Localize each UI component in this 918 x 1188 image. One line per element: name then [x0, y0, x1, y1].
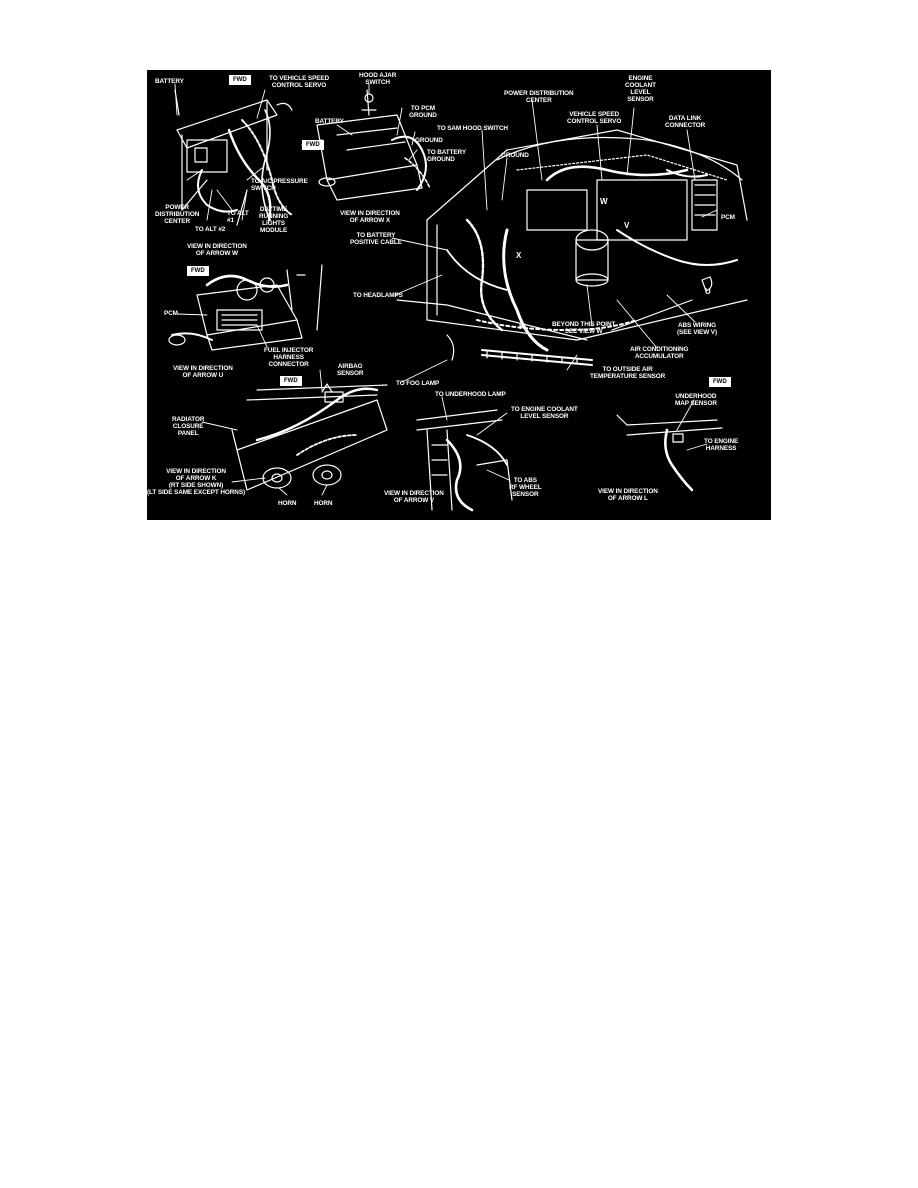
arrow-marker-u: U — [705, 287, 711, 296]
diagram-artwork — [168, 83, 748, 512]
label-to-battery-positive-cable: TO BATTERY POSITIVE CABLE — [350, 232, 402, 246]
label-vehicle-speed-control-servo: VEHICLE SPEED CONTROL SERVO — [567, 111, 622, 125]
label-view-arrow-u: VIEW IN DIRECTION OF ARROW U — [173, 365, 233, 379]
label-view-arrow-v: VIEW IN DIRECTION OF ARROW V — [384, 490, 444, 504]
label-to-alt-2: TO ALT #2 — [195, 226, 226, 233]
view-w-drawing — [174, 89, 293, 226]
label-view-arrow-l: VIEW IN DIRECTION OF ARROW L — [598, 488, 658, 502]
label-to-underhood-lamp: TO UNDERHOOD LAMP — [435, 391, 506, 398]
label-view-arrow-x: VIEW IN DIRECTION OF ARROW X — [340, 210, 400, 224]
label-power-distribution-center-top: POWER DISTRIBUTION CENTER — [504, 90, 574, 104]
wiring-diagram: FWD FWD FWD FWD FWD W V X U K BATTERY TO… — [147, 70, 771, 520]
label-battery-x: BATTERY — [315, 118, 344, 125]
label-beyond-this-point: BEYOND THIS POINT SEE VIEW W — [552, 321, 616, 335]
label-pcm-u: PCM — [164, 310, 178, 317]
label-view-arrow-w: VIEW IN DIRECTION OF ARROW W — [187, 243, 247, 257]
view-u-drawing — [168, 264, 323, 351]
label-ground-x: GROUND — [415, 137, 443, 144]
label-horn-left: HORN — [278, 500, 297, 507]
fwd-arrow-k: FWD — [280, 376, 302, 386]
label-to-sam-hood-switch: TO SAM HOOD SWITCH — [437, 125, 508, 132]
label-radiator-closure-panel: RADIATOR CLOSURE PANEL — [172, 416, 205, 437]
arrow-marker-w: W — [600, 197, 608, 206]
label-air-conditioning-accumulator: AIR CONDITIONING ACCUMULATOR — [630, 346, 689, 360]
label-ground-main: GROUND — [501, 152, 529, 159]
view-k-drawing — [231, 383, 388, 491]
label-fuel-injector-harness-connector: FUEL INJECTOR HARNESS CONNECTOR — [264, 347, 314, 368]
fwd-arrow-w: FWD — [229, 75, 251, 85]
arrow-marker-x: X — [516, 251, 522, 260]
fwd-arrow-l: FWD — [709, 377, 731, 387]
label-engine-coolant-level-sensor: ENGINE COOLANT LEVEL SENSOR — [625, 75, 656, 103]
engine-bay-drawing — [396, 129, 748, 366]
label-abs-wiring: ABS WIRING (SEE VIEW V) — [677, 322, 717, 336]
view-l-drawing — [616, 414, 723, 492]
arrow-marker-k: K — [519, 322, 525, 331]
label-underhood-map-sensor: UNDERHOOD MAP SENSOR — [675, 393, 717, 407]
arrow-marker-v: V — [624, 221, 630, 230]
label-horn-right: HORN — [314, 500, 333, 507]
label-hood-ajar-switch: HOOD AJAR SWITCH — [359, 72, 397, 86]
fwd-arrow-x: FWD — [302, 140, 324, 150]
label-to-engine-harness: TO ENGINE HARNESS — [704, 438, 739, 452]
label-to-outside-air-temperature-sensor: TO OUTSIDE AIR TEMPERATURE SENSOR — [590, 366, 666, 380]
label-battery: BATTERY — [155, 78, 184, 85]
label-to-engine-coolant-level-sensor: TO ENGINE COOLANT LEVEL SENSOR — [511, 406, 578, 420]
label-to-vehicle-speed-control-servo: TO VEHICLE SPEED CONTROL SERVO — [269, 75, 330, 89]
label-to-ac-pressure-switch: TO A/C PRESSURE SWITCH — [251, 178, 308, 192]
label-view-arrow-k: VIEW IN DIRECTION OF ARROW K (RT SIDE SH… — [147, 468, 246, 496]
leader-lines — [174, 83, 718, 496]
view-v-drawing — [416, 409, 513, 512]
fwd-arrow-u: FWD — [187, 266, 209, 276]
label-to-battery-ground: TO BATTERY GROUND — [427, 149, 466, 163]
label-to-headlamps: TO HEADLAMPS — [353, 292, 403, 299]
label-to-alt-1: TO ALT #1 — [227, 210, 249, 224]
label-airbag-sensor: AIRBAG SENSOR — [337, 363, 364, 377]
label-to-pcm-ground: TO PCM GROUND — [409, 105, 437, 119]
label-power-distribution-center-w: POWER DISTRIBUTION CENTER — [155, 204, 200, 225]
label-pcm-main: PCM — [721, 214, 735, 221]
label-to-fog-lamp: TO FOG LAMP — [396, 380, 440, 387]
label-to-abs-rf-wheel-sensor: TO ABS RF WHEEL SENSOR — [509, 477, 542, 498]
label-data-link-connector: DATA LINK CONNECTOR — [665, 115, 706, 129]
label-daytime-running-lights-module: DAYTIME RUNNING LIGHTS MODULE — [259, 206, 289, 234]
